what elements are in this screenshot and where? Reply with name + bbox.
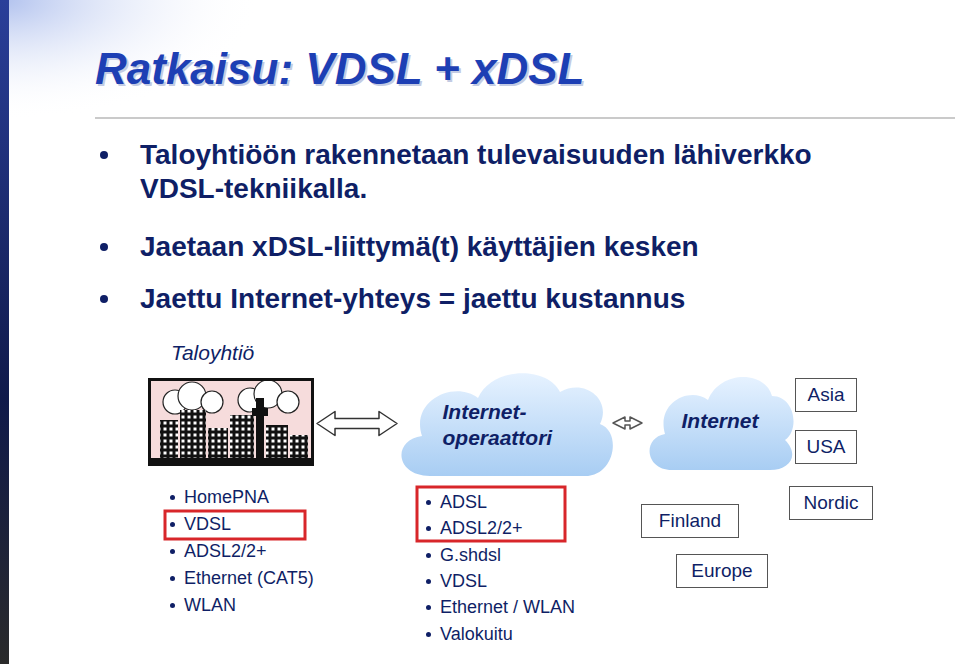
bullet-dot bbox=[426, 632, 431, 637]
list-item: Valokuitu bbox=[440, 623, 513, 645]
list-item: ADSL2/2+ bbox=[184, 540, 267, 562]
cloud-label: Internet- operaattori bbox=[443, 399, 568, 452]
highlight-frame bbox=[417, 487, 565, 541]
list-item: Ethernet / WLAN bbox=[440, 596, 575, 618]
list-item: WLAN bbox=[184, 594, 236, 616]
bullet-text: Taloyhtiöön rakennetaan tulevaisuuden lä… bbox=[140, 138, 820, 206]
network-cloud: Internet- operaattori bbox=[400, 372, 610, 478]
list-item: Ethernet (CAT5) bbox=[184, 567, 314, 589]
list-item: G.shdsl bbox=[440, 544, 501, 566]
bullet-dot bbox=[170, 576, 175, 581]
region-box: USA bbox=[795, 430, 857, 464]
bullet-dot bbox=[100, 243, 108, 251]
bullet-dot bbox=[426, 579, 431, 584]
region-box: Nordic bbox=[789, 486, 873, 520]
bullet-dot bbox=[100, 151, 108, 159]
region-box: Europe bbox=[676, 554, 768, 588]
region-box: Finland bbox=[641, 504, 739, 538]
bullet-dot bbox=[426, 605, 431, 610]
highlight-frame bbox=[165, 511, 305, 539]
region-box: Asia bbox=[795, 378, 857, 412]
bullet-dot bbox=[426, 526, 431, 531]
list-item: VDSL bbox=[440, 570, 487, 592]
slide-title: Ratkaisu: VDSL + xDSL bbox=[95, 44, 584, 94]
list-item: HomePNA bbox=[184, 486, 269, 508]
double-arrow bbox=[317, 412, 397, 436]
bullet-text: Jaettu Internet-yhteys = jaettu kustannu… bbox=[140, 282, 900, 316]
double-arrow bbox=[613, 417, 642, 429]
list-item: ADSL bbox=[440, 491, 487, 513]
bullet-dot bbox=[170, 522, 175, 527]
bullet-dot bbox=[170, 549, 175, 554]
building-heading: Taloyhtiö bbox=[171, 341, 254, 365]
cloud-label: Internet bbox=[681, 408, 758, 434]
region-label: USA bbox=[804, 434, 848, 460]
region-label: Finland bbox=[650, 508, 730, 534]
list-item: ADSL2/2+ bbox=[440, 517, 523, 539]
region-label: Europe bbox=[685, 558, 759, 584]
list-item: VDSL bbox=[184, 513, 231, 535]
network-cloud: Internet bbox=[645, 370, 795, 472]
bullet-dot bbox=[426, 553, 431, 558]
bullet-dot bbox=[100, 295, 108, 303]
region-label: Asia bbox=[804, 382, 848, 408]
building-box: Taloyhtiö bbox=[148, 378, 314, 466]
cloud-shape bbox=[401, 373, 612, 476]
bullet-text: Jaetaan xDSL-liittymä(t) käyttäjien kesk… bbox=[140, 230, 900, 264]
region-label: Nordic bbox=[798, 490, 864, 516]
city-illustration bbox=[150, 380, 312, 464]
cloud-shape bbox=[650, 377, 794, 470]
bullet-dot bbox=[170, 495, 175, 500]
bullet-dot bbox=[170, 603, 175, 608]
bullet-dot bbox=[426, 500, 431, 505]
